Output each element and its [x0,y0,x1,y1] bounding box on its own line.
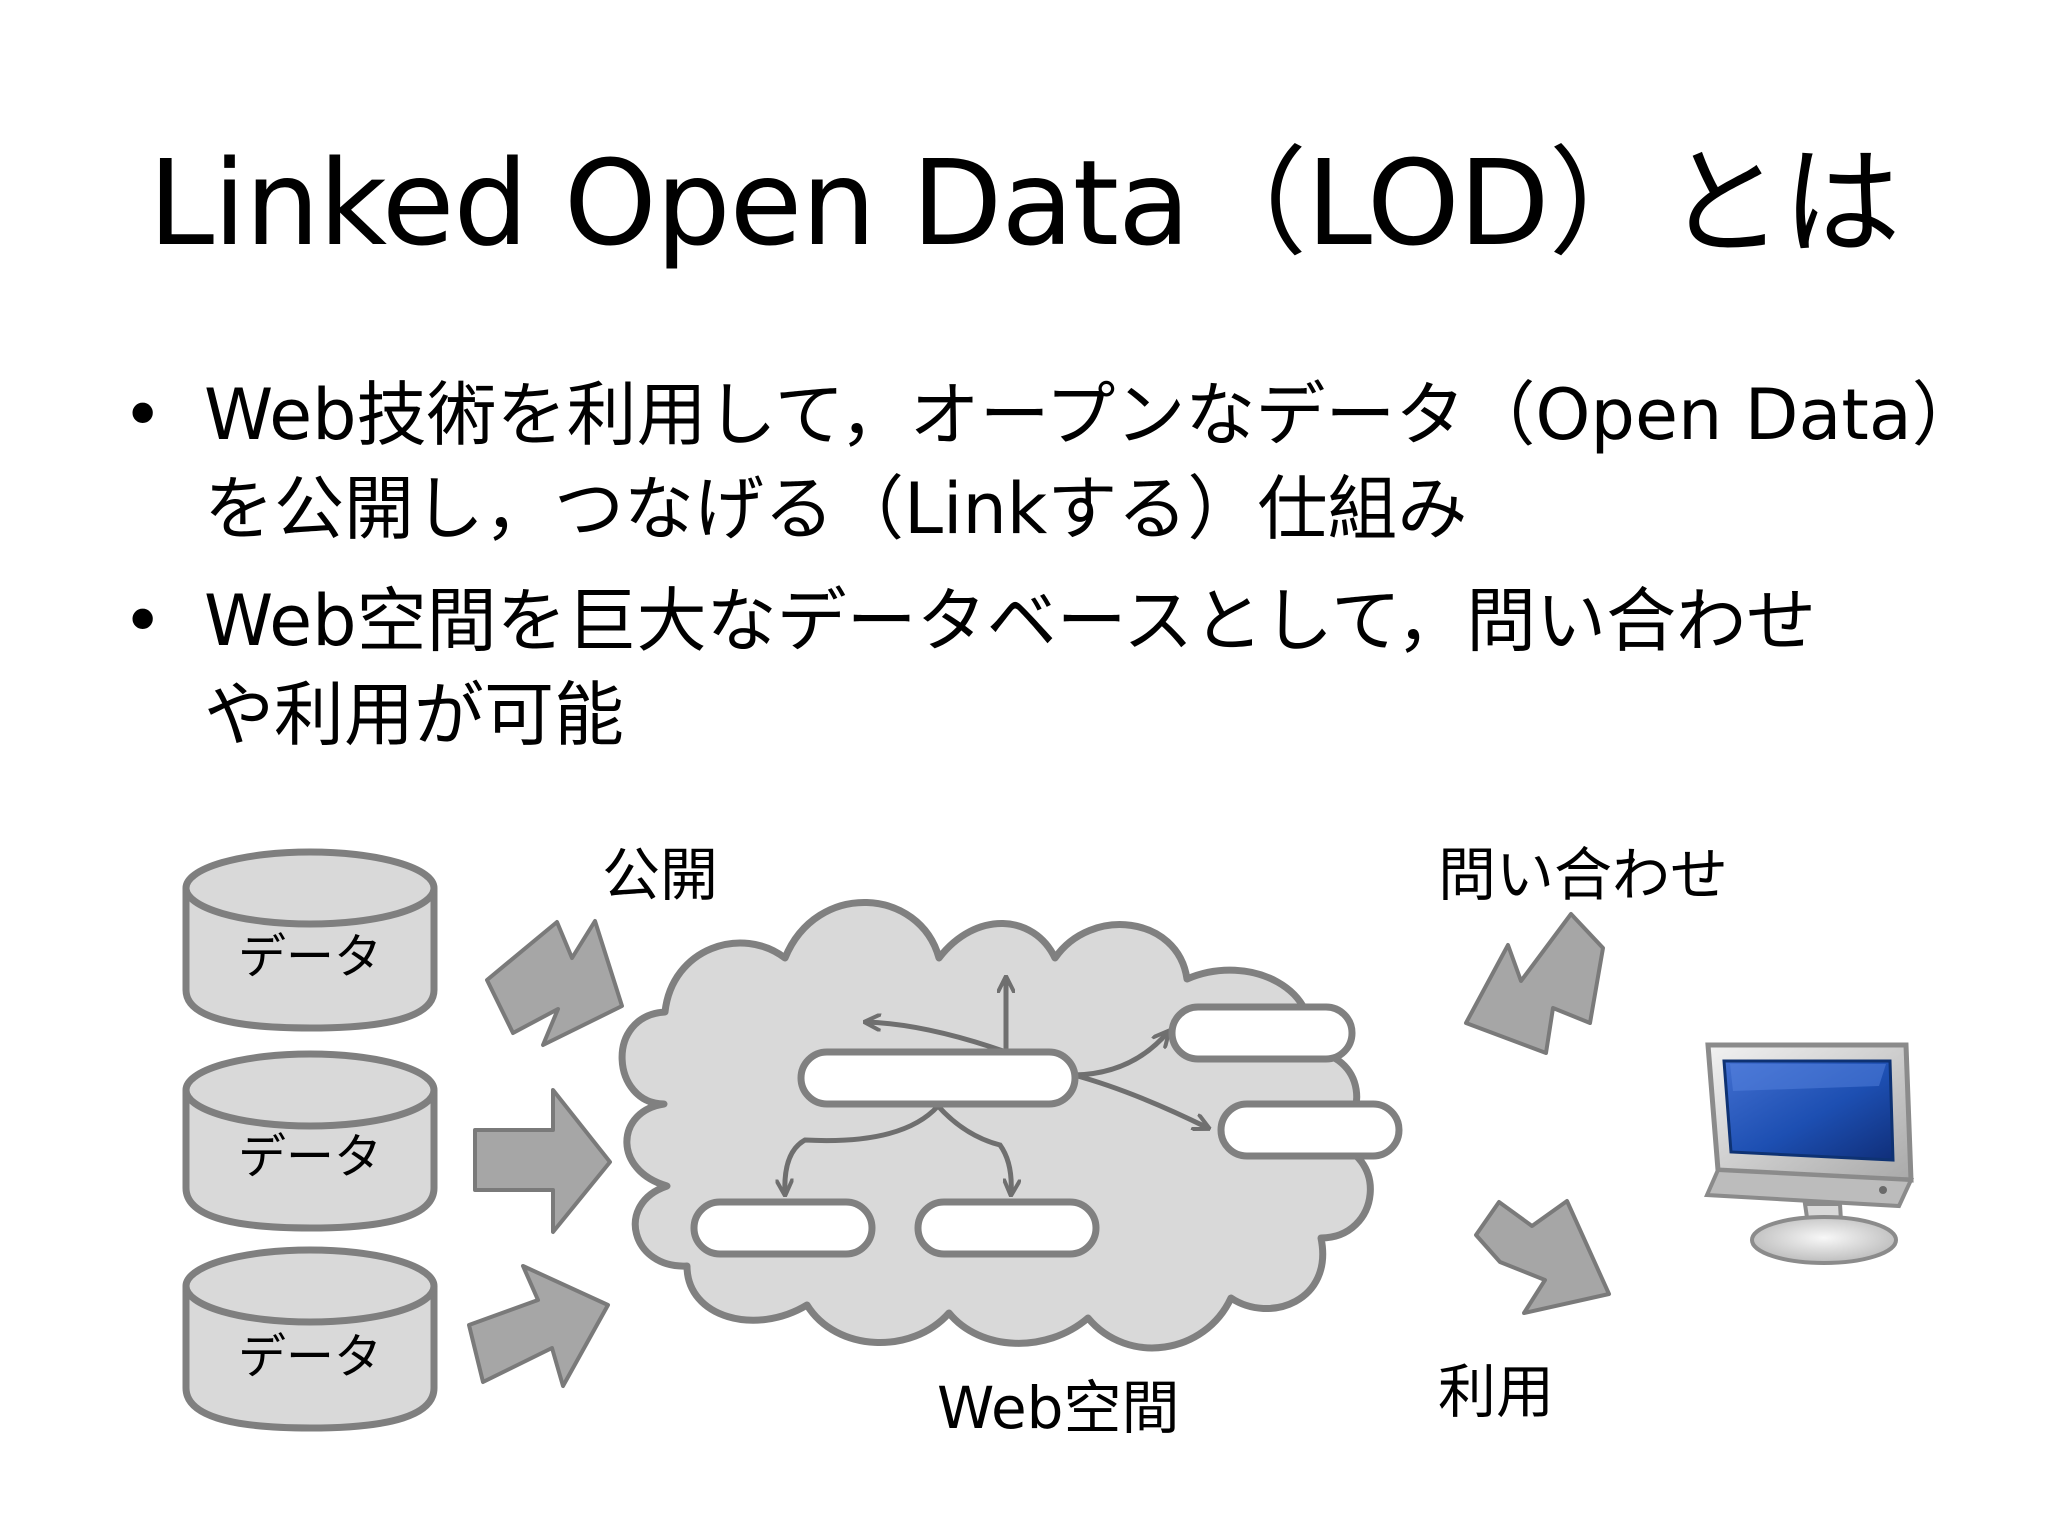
database-label: データ [238,929,382,985]
web-space-label: Web空間 [937,1374,1179,1442]
database-2: データ [182,1050,438,1232]
cloud-node-bottom-left [690,1198,876,1258]
node-links [785,978,1208,1194]
monitor-icon [1704,1042,1915,1265]
bullet-line: Web技術を利用して，オープンなデータ（Open Data） [204,374,1982,456]
cloud-node-bottom-middle [914,1198,1100,1258]
cloud-node-center [797,1048,1079,1108]
bullet-list: • Web技術を利用して，オープンなデータ（Open Data） を公開し，つな… [122,368,1982,780]
slide-title: Linked Open Data（LOD）とは [148,134,1900,272]
query-label: 問い合わせ [1438,841,1728,909]
use-label: 利用 [1438,1358,1554,1426]
bullet-item-2: • Web空間を巨大なデータベースとして，問い合わせ や利用が可能 [122,574,1982,762]
bullet-item-1: • Web技術を利用して，オープンなデータ（Open Data） を公開し，つな… [122,368,1982,556]
bullet-line: や利用が可能 [204,674,624,756]
publish-arrow-3 [467,1264,610,1388]
database-1: データ [182,848,438,1032]
bullet-marker: • [122,580,164,662]
publish-label: 公開 [602,841,718,909]
publish-arrow-2 [473,1088,612,1234]
cloud-node-middle-right [1217,1100,1403,1160]
database-label: データ [238,1329,382,1385]
bullet-line: Web空間を巨大なデータベースとして，問い合わせ [204,580,1817,662]
cloud-node-top-right [1168,1003,1356,1063]
database-label: データ [238,1129,382,1185]
bullet-marker: • [122,374,164,456]
use-arrow [1474,1199,1611,1315]
query-arrow [1464,912,1605,1055]
bullet-line: を公開し，つなげる（Linkする）仕組み [204,468,1468,550]
publish-arrow-1 [485,919,624,1047]
database-3: データ [182,1246,438,1432]
